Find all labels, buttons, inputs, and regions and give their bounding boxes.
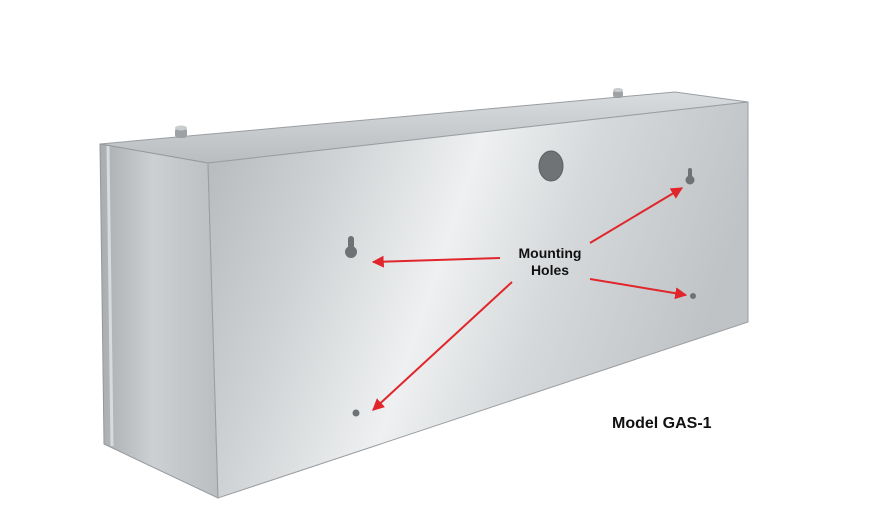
mounting-holes-label-line2: Holes bbox=[530, 262, 570, 278]
dispenser-front-face bbox=[207, 101, 749, 499]
model-label: Model GAS-1 bbox=[612, 415, 712, 432]
access-hole bbox=[538, 150, 564, 182]
arrow-to-keyhole-left bbox=[371, 255, 501, 268]
keyhole-left bbox=[345, 236, 357, 258]
keyhole-right bbox=[685, 168, 695, 185]
mounting-hole-right bbox=[690, 293, 696, 299]
top-knob-right bbox=[613, 88, 623, 98]
arrow-to-keyhole-right bbox=[589, 187, 684, 244]
mounting-holes-label: Mounting Holes bbox=[495, 245, 605, 279]
top-knob-left bbox=[175, 125, 187, 138]
dispenser-side-panel bbox=[99, 143, 219, 499]
mounting-hole-left bbox=[352, 409, 360, 417]
mounting-holes-label-line1: Mounting bbox=[518, 245, 582, 261]
side-panel-edge bbox=[106, 145, 114, 447]
arrow-to-hole-right bbox=[589, 278, 688, 300]
arrow-to-hole-left bbox=[372, 281, 513, 411]
